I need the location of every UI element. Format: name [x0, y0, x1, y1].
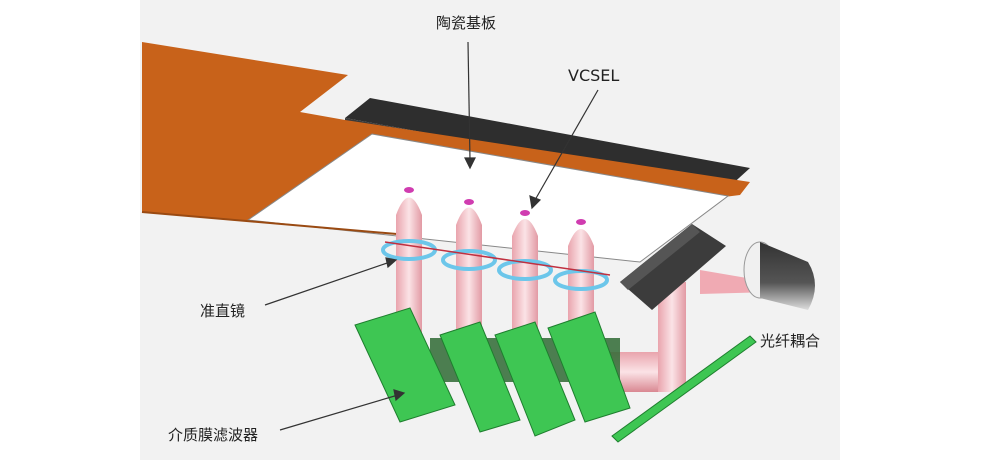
substrate-label: 陶瓷基板 [436, 14, 497, 32]
prism [620, 224, 726, 310]
vcsel-label: VCSEL [568, 66, 620, 85]
lens-axis [384, 241, 611, 276]
lens-leader [264, 261, 391, 306]
filter-4 [547, 311, 631, 423]
filter-3 [494, 321, 576, 437]
prism-top [620, 224, 700, 290]
board-edge [141, 211, 421, 237]
vcsel-leader [534, 89, 599, 201]
heatsink-top [345, 98, 750, 188]
mirror-plate [611, 335, 757, 443]
filter-label: 介质膜滤波器 [168, 426, 259, 444]
filter-2 [439, 321, 521, 433]
fiber-body [760, 242, 815, 310]
lens-label: 准直镜 [200, 302, 246, 320]
filter-leader [279, 394, 399, 431]
filter-array [354, 307, 631, 437]
fiber-label: 光纤耦合 [760, 332, 821, 350]
filter-1 [354, 307, 456, 423]
substrate-window [246, 133, 730, 263]
substrate-leader [467, 41, 471, 161]
